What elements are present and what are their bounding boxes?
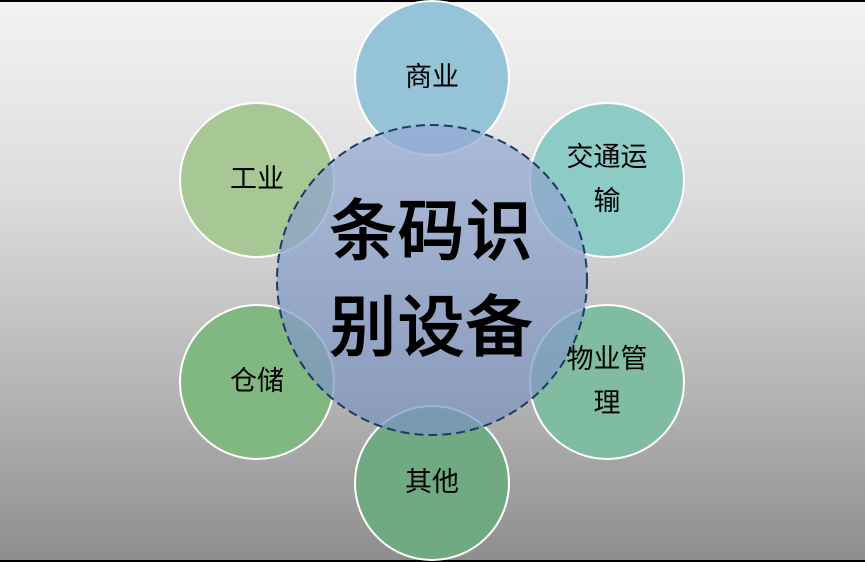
node-warehouse-label: 仓储	[192, 360, 322, 404]
node-transport-text-line1: 交通运	[566, 142, 648, 173]
node-transport-text-line2: 输	[593, 186, 621, 217]
node-warehouse-text: 仓储	[230, 366, 284, 397]
bottom-border	[0, 560, 865, 562]
node-industry-text: 工业	[230, 164, 284, 195]
node-property-text-line1: 物业管	[566, 344, 648, 375]
node-industry-label: 工业	[192, 158, 322, 202]
node-commerce-text: 商业	[405, 62, 459, 93]
node-property-label: 物业管 理	[542, 338, 672, 426]
node-transport-label: 交通运 输	[542, 136, 672, 224]
node-commerce-label: 商业	[367, 56, 497, 100]
center-label: 条码识 别设备	[302, 184, 562, 376]
node-property-text-line2: 理	[593, 388, 621, 419]
center-circle	[276, 124, 588, 436]
center-label-line1: 条码识	[330, 193, 534, 270]
center-label-line2: 别设备	[330, 289, 534, 366]
node-other-text: 其他	[405, 467, 459, 498]
node-other-label: 其他	[367, 461, 497, 505]
